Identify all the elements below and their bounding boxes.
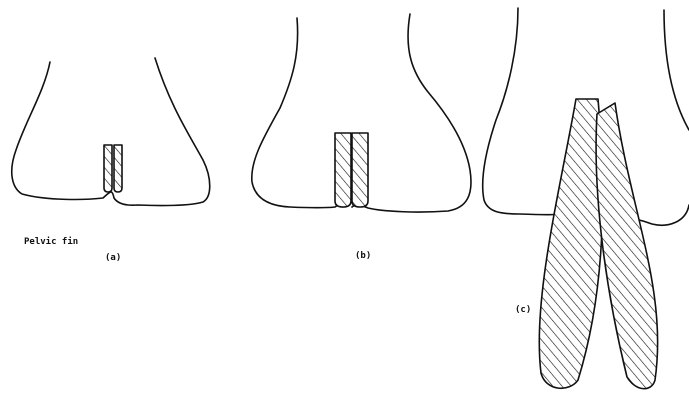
- panel-b-drawing: [252, 14, 471, 212]
- panel-b-label: (b): [355, 251, 371, 261]
- panel-a-label: (a): [105, 253, 121, 263]
- panel-a-drawing: [12, 58, 210, 206]
- panel-c-drawing: [483, 8, 689, 396]
- panel-c-label: (c): [515, 305, 531, 315]
- panel-c-body-right-edge: [664, 10, 689, 130]
- pelvic-fin-label: Pelvic fin: [24, 236, 78, 247]
